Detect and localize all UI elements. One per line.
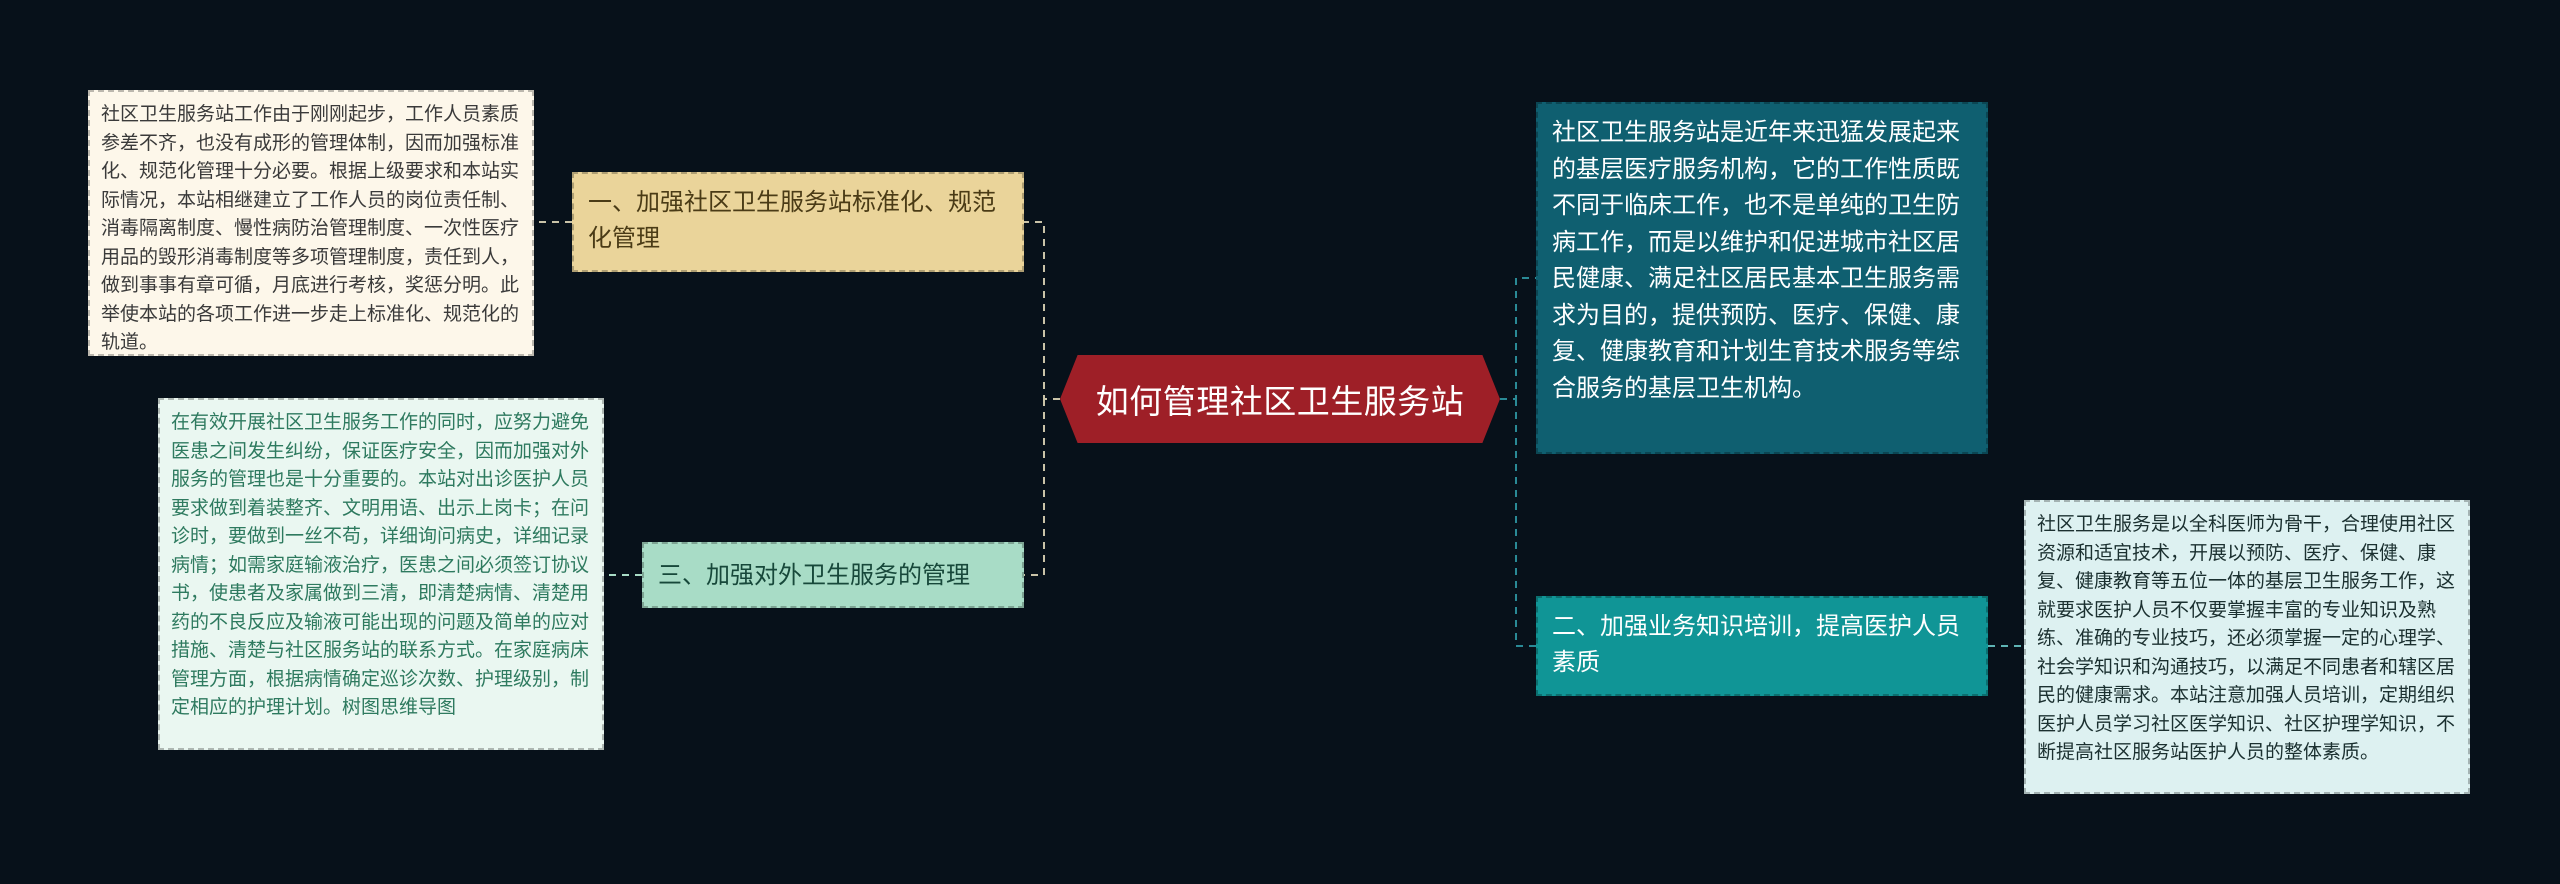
branch-node-2[interactable]: 二、加强业务知识培训，提高医护人员素质	[1536, 596, 1988, 696]
description-node[interactable]: 社区卫生服务站是近年来迅猛发展起来的基层医疗服务机构，它的工作性质既不同于临床工…	[1536, 102, 1988, 454]
connector-root-branch3	[1024, 399, 1045, 576]
branch-label-2: 二、加强业务知识培训，提高医护人员素质	[1552, 612, 1960, 676]
branch-node-3[interactable]: 三、加强对外卫生服务的管理	[642, 542, 1024, 608]
connector-root-branch1	[1024, 221, 1060, 400]
root-node[interactable]: 如何管理社区卫生服务站	[1060, 355, 1500, 443]
detail-node-2[interactable]: 社区卫生服务是以全科医师为骨干，合理使用社区资源和适宜技术，开展以预防、医疗、保…	[2024, 500, 2470, 794]
detail-text-2: 社区卫生服务是以全科医师为骨干，合理使用社区资源和适宜技术，开展以预防、医疗、保…	[2037, 513, 2456, 763]
branch-node-1[interactable]: 一、加强社区卫生服务站标准化、规范化管理	[572, 172, 1024, 272]
connector-root-description	[1500, 277, 1536, 400]
detail-node-3[interactable]: 在有效开展社区卫生服务工作的同时，应努力避免医患之间发生纠纷，保证医疗安全，因而…	[158, 398, 604, 750]
branch-label-1: 一、加强社区卫生服务站标准化、规范化管理	[588, 188, 996, 252]
description-text: 社区卫生服务站是近年来迅猛发展起来的基层医疗服务机构，它的工作性质既不同于临床工…	[1552, 118, 1960, 402]
branch-label-3: 三、加强对外卫生服务的管理	[658, 561, 970, 589]
detail-text-3: 在有效开展社区卫生服务工作的同时，应努力避免医患之间发生纠纷，保证医疗安全，因而…	[171, 411, 590, 718]
root-title: 如何管理社区卫生服务站	[1095, 382, 1465, 421]
detail-node-1[interactable]: 社区卫生服务站工作由于刚刚起步，工作人员素质参差不齐，也没有成形的管理体制，因而…	[88, 90, 534, 356]
detail-text-1: 社区卫生服务站工作由于刚刚起步，工作人员素质参差不齐，也没有成形的管理体制，因而…	[101, 103, 520, 353]
connector-root-branch2	[1515, 399, 1536, 647]
